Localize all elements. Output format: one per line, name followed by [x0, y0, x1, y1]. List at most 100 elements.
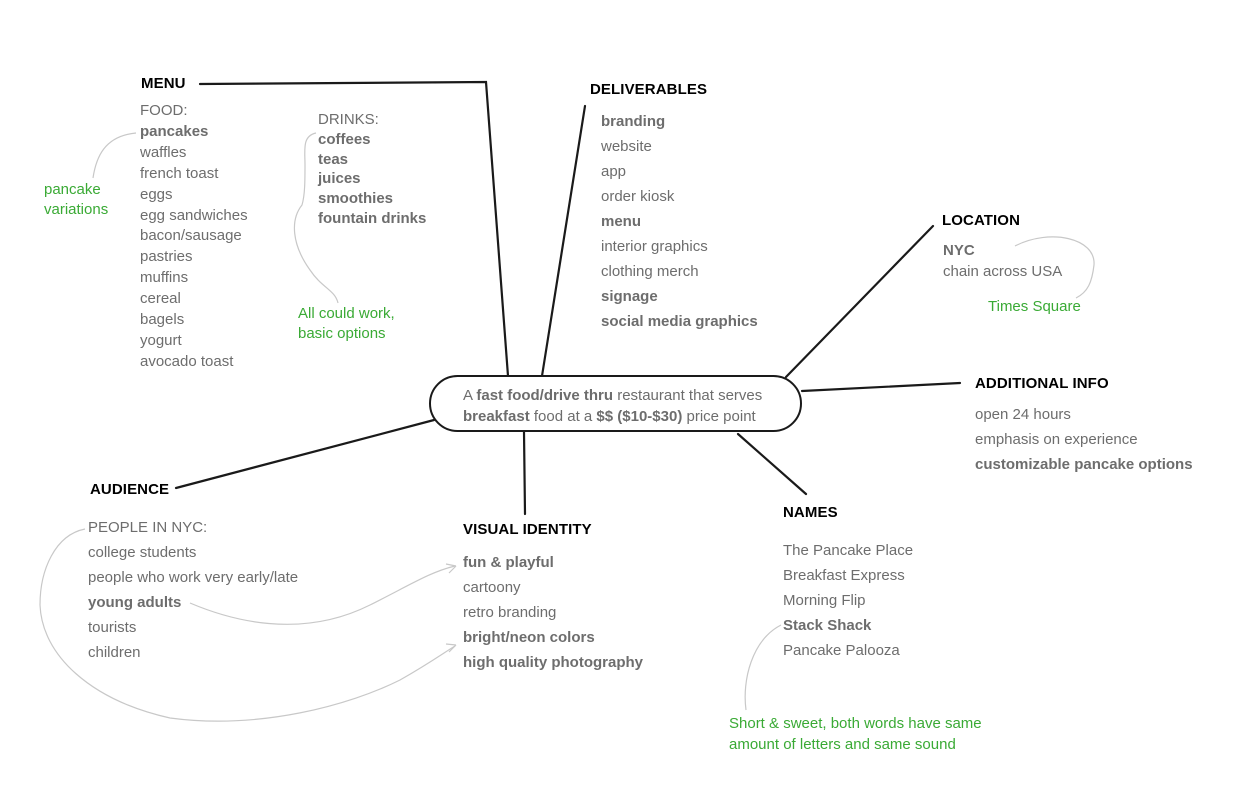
- list-item: smoothies: [318, 190, 394, 208]
- times-square-note: Times Square: [988, 298, 1081, 315]
- note-line: Short & sweet, both words have same: [729, 715, 982, 732]
- menu-food-list: FOOD: pancakes waffles french toast eggs…: [140, 101, 248, 373]
- list-item: egg sandwiches: [140, 206, 248, 224]
- list-item: french toast: [140, 164, 219, 182]
- list-item: Breakfast Express: [783, 567, 905, 584]
- note-line: variations: [44, 201, 109, 218]
- center-text: A: [463, 387, 477, 404]
- arrowhead-audience: [445, 643, 457, 653]
- list-item: yogurt: [140, 331, 182, 349]
- curve-young-adults: [189, 565, 456, 625]
- location-heading: LOCATION: [942, 212, 1021, 229]
- list-item: college students: [88, 544, 197, 561]
- list-item: muffins: [140, 269, 189, 287]
- list-item: signage: [601, 288, 658, 305]
- additional-info-heading: ADDITIONAL INFO: [975, 375, 1109, 392]
- list-item: menu: [601, 213, 642, 230]
- list-item: PEOPLE IN NYC:: [88, 519, 208, 536]
- list-item: retro branding: [463, 604, 557, 621]
- list-item: NYC: [943, 242, 975, 259]
- drinks-note: All could work, basic options: [298, 304, 395, 344]
- list-item: chain across USA: [943, 263, 1063, 280]
- center-text: price point: [682, 408, 756, 425]
- note-line: amount of letters and same sound: [729, 736, 956, 753]
- center-text-bold: fast food/drive thru: [476, 387, 614, 404]
- names-note: Short & sweet, both words have same amou…: [729, 713, 982, 755]
- connector-audience: [174, 418, 436, 490]
- list-item: coffees: [318, 130, 371, 148]
- list-item: Morning Flip: [783, 592, 866, 609]
- deliverables-heading: DELIVERABLES: [590, 81, 708, 98]
- audience-list: PEOPLE IN NYC: college students people w…: [88, 515, 298, 665]
- connector-menu: [198, 80, 510, 378]
- list-item: fun & playful: [463, 554, 554, 571]
- connector-deliverables: [540, 104, 587, 378]
- list-item: order kiosk: [601, 188, 675, 205]
- list-item: bright/neon colors: [463, 629, 595, 646]
- list-item: The Pancake Place: [783, 542, 914, 559]
- list-item: young adults: [88, 594, 182, 611]
- central-concept-line-1: A fast food/drive thru restaurant that s…: [463, 385, 800, 406]
- list-item: DRINKS:: [318, 111, 379, 128]
- list-item: bacon/sausage: [140, 227, 242, 245]
- curve-pancake-variations: [92, 132, 137, 179]
- audience-heading: AUDIENCE: [90, 481, 170, 498]
- list-item: app: [601, 163, 627, 180]
- central-concept-node: A fast food/drive thru restaurant that s…: [429, 375, 802, 432]
- menu-drinks-list: DRINKS: coffees teas juices smoothies fo…: [318, 110, 426, 229]
- list-item: emphasis on experience: [975, 431, 1138, 448]
- curve-times-square: [1014, 236, 1095, 299]
- list-item: avocado toast: [140, 352, 234, 370]
- list-item: tourists: [88, 619, 137, 636]
- list-item: Pancake Palooza: [783, 642, 900, 659]
- list-item: open 24 hours: [975, 406, 1071, 423]
- center-text-bold: $$ ($10-$30): [596, 408, 683, 425]
- note-line: basic options: [298, 325, 386, 342]
- list-item: clothing merch: [601, 263, 699, 280]
- menu-heading: MENU: [141, 75, 186, 92]
- curve-audience-bracket: [39, 528, 456, 722]
- list-item: eggs: [140, 185, 173, 203]
- names-heading: NAMES: [783, 504, 838, 521]
- list-item: website: [601, 138, 652, 155]
- curve-drinks-bracket: [293, 132, 339, 304]
- list-item: pastries: [140, 248, 193, 266]
- center-text-bold: breakfast: [463, 408, 530, 425]
- list-item: teas: [318, 150, 349, 168]
- arrowhead-young-adults: [445, 563, 457, 574]
- list-item: juices: [318, 170, 361, 188]
- list-item: interior graphics: [601, 238, 708, 255]
- list-item: cereal: [140, 290, 181, 308]
- visual-identity-heading: VISUAL IDENTITY: [463, 521, 592, 538]
- curve-names-note: [744, 624, 782, 711]
- pancake-variations-note: pancake variations: [44, 180, 108, 220]
- list-item: pancakes: [140, 122, 209, 140]
- list-item: waffles: [140, 143, 187, 161]
- additional-info-list: open 24 hours emphasis on experience cus…: [975, 402, 1193, 477]
- central-concept-line-2: breakfast food at a $$ ($10-$30) price p…: [463, 406, 800, 427]
- list-item: high quality photography: [463, 654, 643, 671]
- list-item: bagels: [140, 311, 185, 329]
- connector-visual-identity: [522, 430, 527, 516]
- list-item: Stack Shack: [783, 617, 872, 634]
- note-line: All could work,: [298, 305, 395, 322]
- center-text: food at a: [529, 408, 597, 425]
- list-item: people who work very early/late: [88, 569, 299, 586]
- deliverables-list: branding website app order kiosk menu in…: [601, 109, 758, 334]
- connector-additional-info: [800, 381, 962, 393]
- center-text: restaurant that serves: [613, 387, 763, 404]
- connector-names: [736, 432, 808, 496]
- location-list: NYC chain across USA: [943, 240, 1062, 282]
- list-item: fountain drinks: [318, 209, 427, 227]
- list-item: customizable pancake options: [975, 456, 1193, 473]
- note-line: pancake: [44, 181, 101, 198]
- list-item: branding: [601, 113, 666, 130]
- names-list: The Pancake Place Breakfast Express Morn…: [783, 538, 913, 663]
- list-item: cartoony: [463, 579, 521, 596]
- list-item: children: [88, 644, 141, 661]
- list-item: FOOD:: [140, 102, 188, 119]
- visual-identity-list: fun & playful cartoony retro branding br…: [463, 550, 643, 675]
- list-item: social media graphics: [601, 313, 758, 330]
- connector-location: [784, 224, 935, 379]
